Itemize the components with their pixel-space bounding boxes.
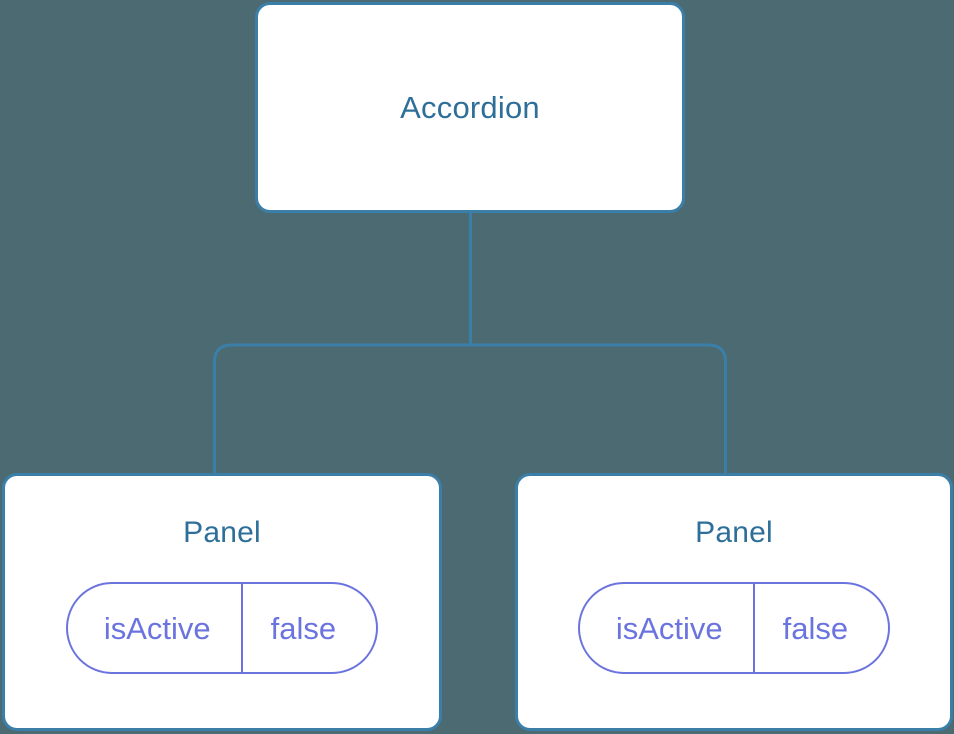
node-panel-2-title: Panel xyxy=(695,516,773,549)
node-panel-1-title: Panel xyxy=(183,516,261,549)
node-panel-2[interactable]: Panel isActive false xyxy=(515,473,953,731)
connector-branch-bar xyxy=(213,343,727,473)
state-value: false xyxy=(782,610,849,646)
state-pill-panel-2[interactable]: isActive false xyxy=(577,582,891,674)
state-key: isActive xyxy=(68,584,243,672)
node-accordion[interactable]: Accordion xyxy=(255,2,685,213)
node-panel-1[interactable]: Panel isActive false xyxy=(2,473,442,731)
state-value: false xyxy=(270,610,337,646)
state-key: isActive xyxy=(580,584,755,672)
node-accordion-title: Accordion xyxy=(400,90,540,125)
state-pill-panel-1[interactable]: isActive false xyxy=(65,582,379,674)
